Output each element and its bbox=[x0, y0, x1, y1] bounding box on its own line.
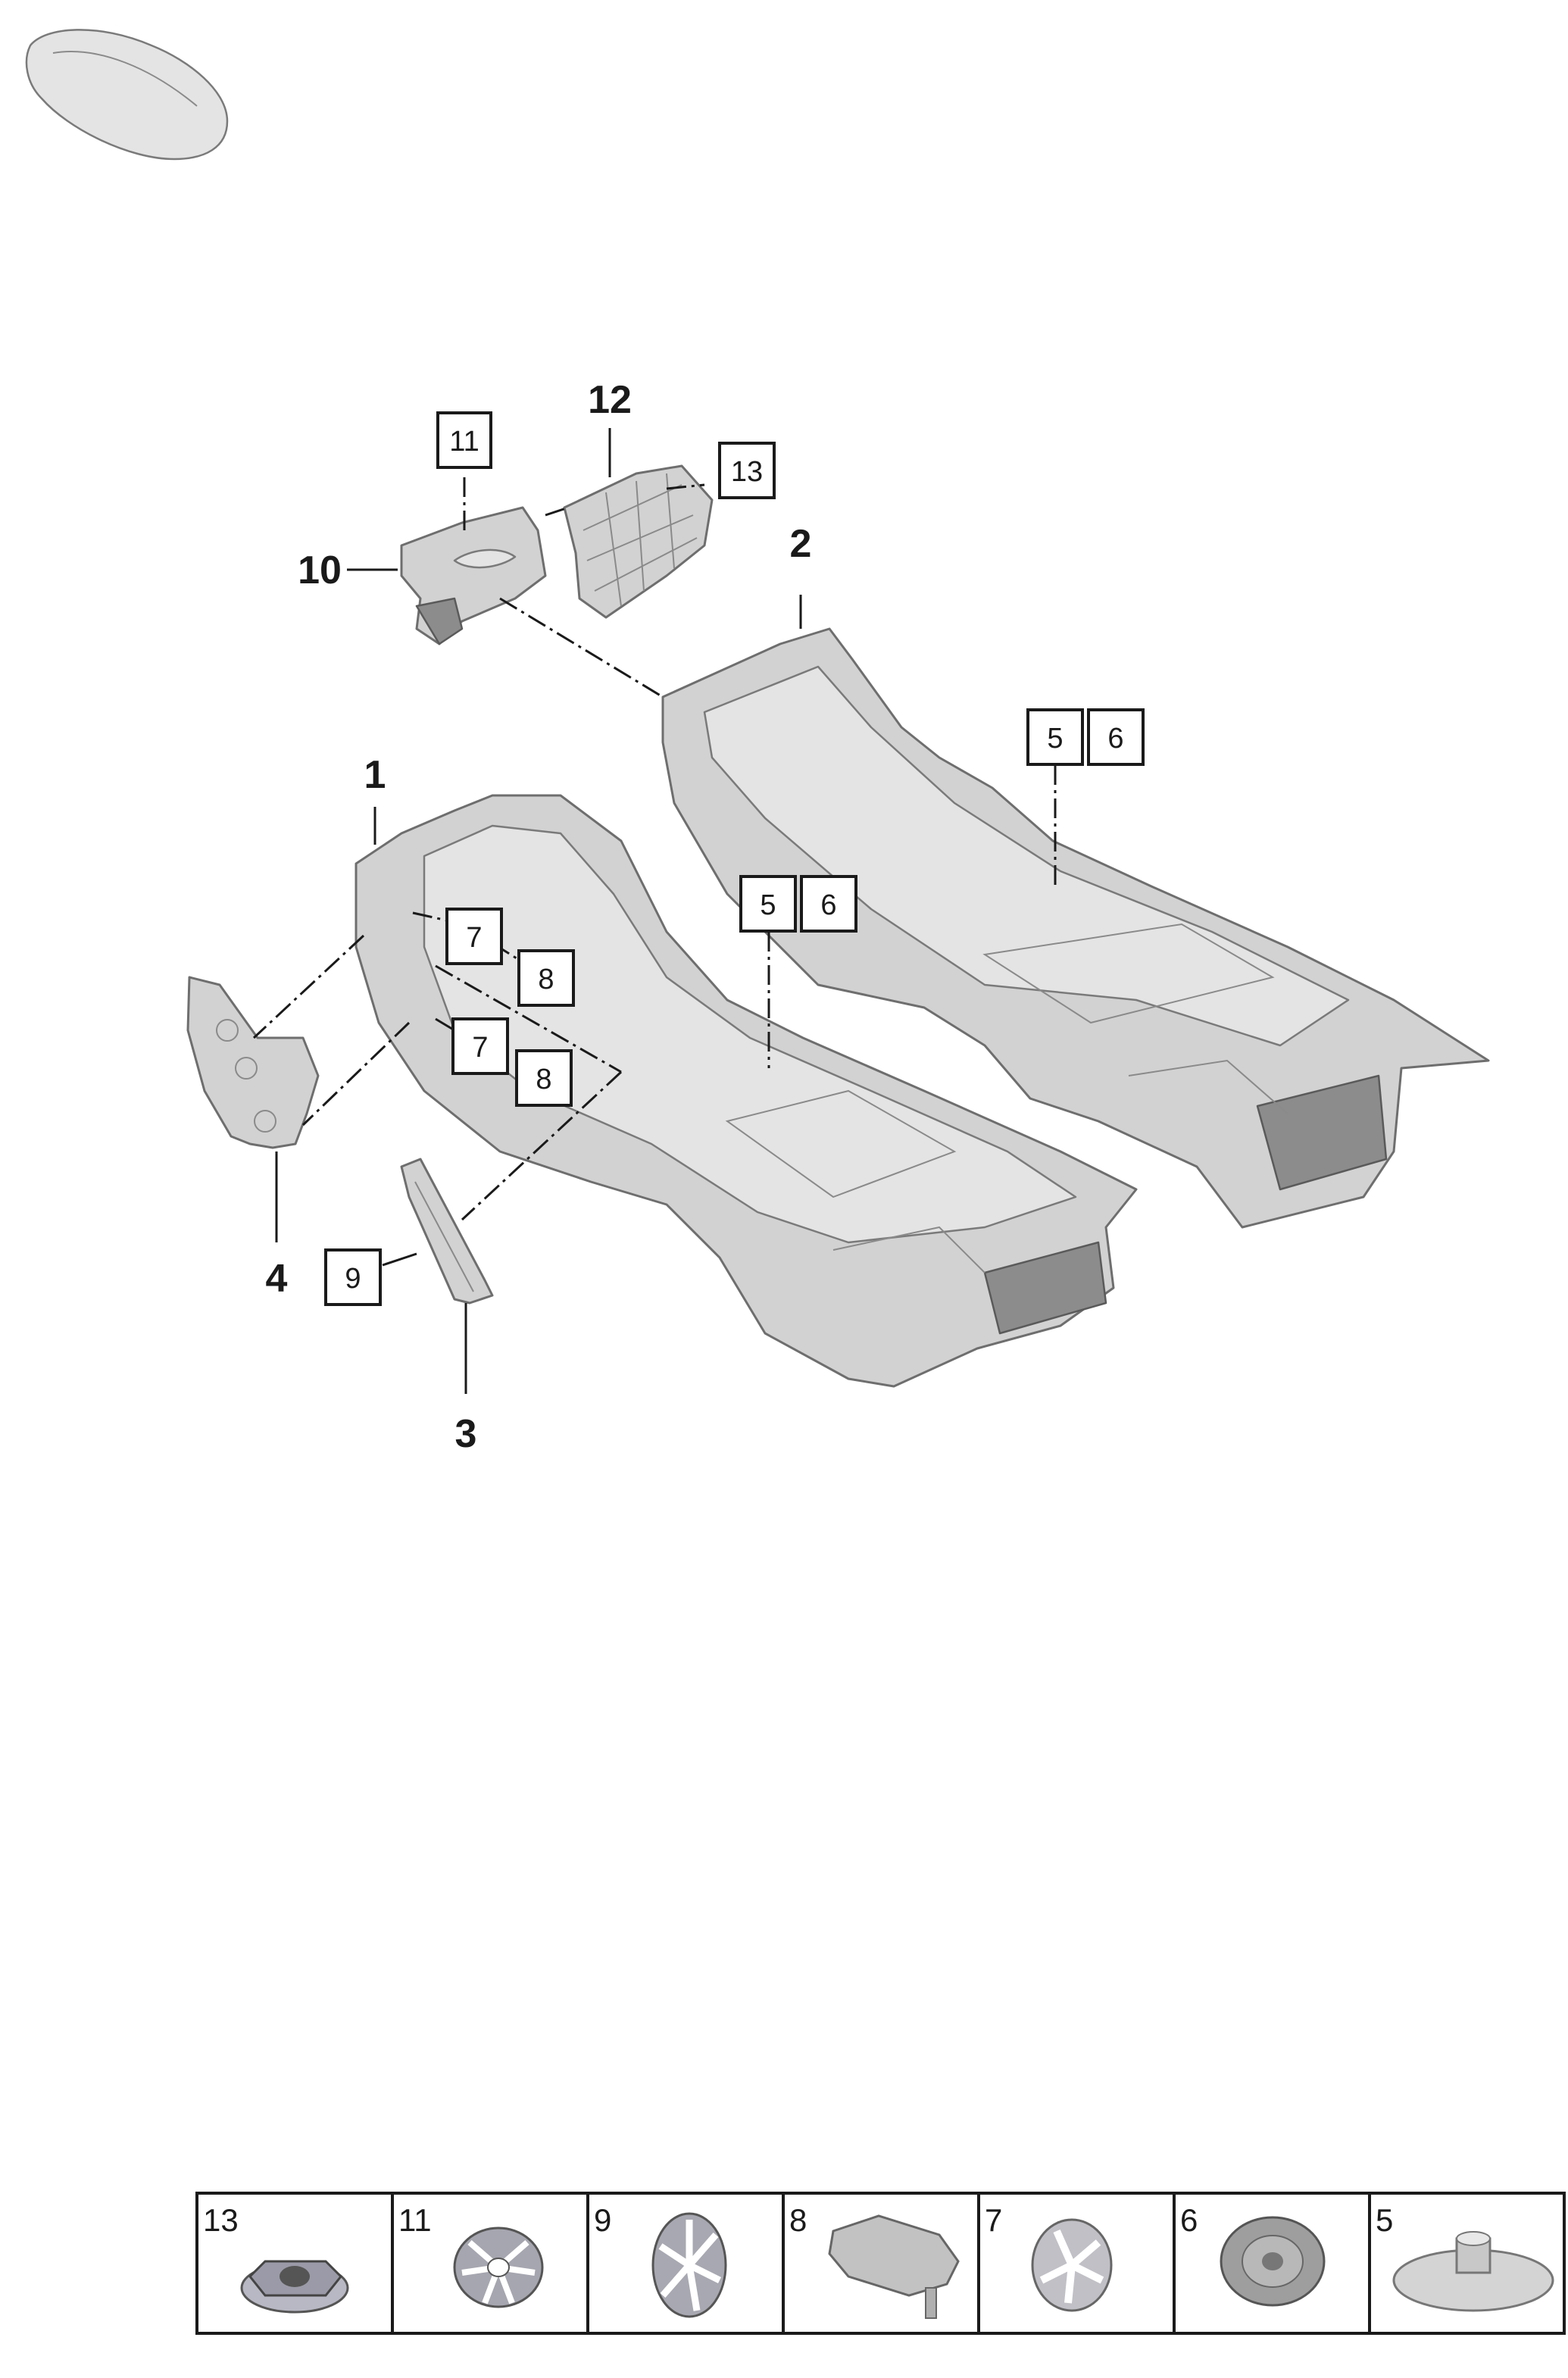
sound-insulation-part-12 bbox=[563, 464, 714, 619]
boxed-callout-5-rear: 5 bbox=[1026, 708, 1084, 766]
svg-text:9: 9 bbox=[345, 1263, 361, 1295]
callout-3: 3 bbox=[455, 1412, 477, 1456]
boxed-callout-7-lower: 7 bbox=[451, 1017, 509, 1075]
bracket-part-10 bbox=[400, 506, 547, 645]
spring-clip-icon bbox=[453, 2226, 544, 2308]
vin-plug-icon bbox=[828, 2214, 960, 2319]
side-panel-part-4 bbox=[186, 976, 320, 1149]
legend-number-9: 9 bbox=[594, 2202, 611, 2238]
callout-4: 4 bbox=[266, 1257, 288, 1301]
svg-text:6: 6 bbox=[820, 889, 836, 921]
callout-12: 12 bbox=[588, 378, 632, 422]
boxed-callout-6-front: 6 bbox=[800, 875, 857, 933]
svg-text:6: 6 bbox=[1107, 723, 1123, 755]
boxed-callout-9: 9 bbox=[324, 1248, 382, 1306]
fastener-legend: 13 11 9 8 7 6 bbox=[195, 2192, 1566, 2335]
boxed-callout-7-upper: 7 bbox=[445, 908, 503, 965]
leader-lines bbox=[252, 428, 1057, 1394]
svg-text:13: 13 bbox=[731, 456, 763, 488]
svg-text:7: 7 bbox=[472, 1032, 488, 1064]
callout-10: 10 bbox=[298, 548, 342, 592]
star-clip-icon bbox=[651, 2212, 727, 2318]
boxed-callout-13: 13 bbox=[718, 442, 776, 499]
legend-number-7: 7 bbox=[985, 2202, 1002, 2238]
legend-number-6: 6 bbox=[1180, 2202, 1198, 2238]
vehicle-thumbnail-icon bbox=[25, 29, 229, 161]
svg-text:7: 7 bbox=[466, 922, 482, 954]
boxed-callout-11: 11 bbox=[436, 411, 492, 469]
push-nut-icon bbox=[1031, 2218, 1113, 2312]
floor-carpet-front bbox=[355, 794, 1138, 1388]
boxed-callout-8-lower: 8 bbox=[515, 1049, 573, 1107]
svg-text:5: 5 bbox=[760, 889, 776, 921]
boxed-callout-8-upper: 8 bbox=[517, 949, 575, 1007]
svg-text:8: 8 bbox=[538, 964, 554, 995]
boxed-callout-6-rear: 6 bbox=[1087, 708, 1145, 766]
legend-number-8: 8 bbox=[789, 2202, 807, 2238]
svg-text:11: 11 bbox=[449, 426, 479, 458]
flange-nut-icon bbox=[240, 2260, 349, 2314]
svg-text:5: 5 bbox=[1047, 723, 1063, 755]
floor-carpet-rear bbox=[661, 627, 1490, 1229]
sill-strip-part-3 bbox=[400, 1158, 494, 1305]
svg-text:8: 8 bbox=[536, 1064, 551, 1095]
legend-number-11: 11 bbox=[398, 2202, 432, 2238]
round-clip-icon bbox=[1220, 2216, 1326, 2307]
boxed-callout-5-front: 5 bbox=[739, 875, 797, 933]
callout-1: 1 bbox=[364, 753, 386, 797]
legend-number-5: 5 bbox=[1376, 2202, 1393, 2238]
callout-2: 2 bbox=[790, 522, 812, 566]
fastener-disc-icon bbox=[1392, 2231, 1554, 2312]
legend-number-13: 13 bbox=[203, 2202, 239, 2238]
